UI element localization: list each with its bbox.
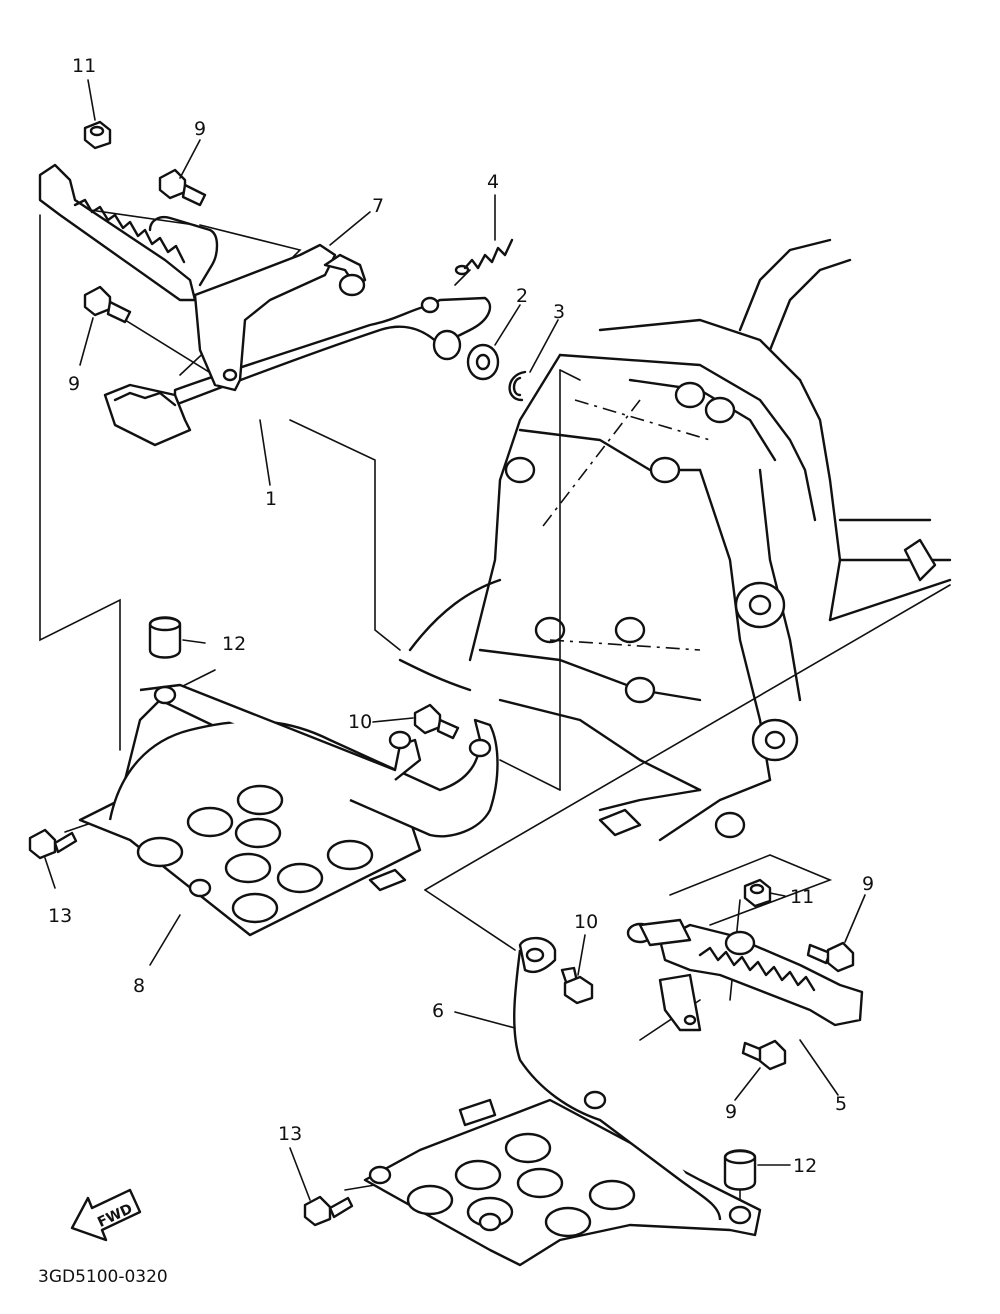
assembly-dash-lines <box>539 399 711 651</box>
bolt-9-right <box>806 941 855 973</box>
nut-11-upper <box>83 120 112 150</box>
left-guard-plate <box>78 683 499 937</box>
document-code: 3GD5100-0320 <box>38 1267 168 1287</box>
callout-3: 3 <box>553 301 565 323</box>
nut-11-lower <box>743 878 772 908</box>
bolt-9-lower <box>83 285 132 324</box>
callout-11-lower: 11 <box>790 886 814 908</box>
bolt-13-upper <box>28 828 78 860</box>
callout-7: 7 <box>372 195 384 217</box>
grommet-12-upper <box>148 616 182 659</box>
frame-chassis <box>398 238 952 842</box>
right-guard-plate <box>363 936 762 1267</box>
callout-2: 2 <box>516 285 528 307</box>
callout-13-lower: 13 <box>278 1123 302 1145</box>
callout-9-bottom: 9 <box>725 1101 737 1123</box>
bolt-13-lower <box>303 1195 354 1227</box>
callout-labels: 11 9 7 4 2 3 9 1 12 10 13 8 11 9 10 6 9 … <box>48 55 874 1177</box>
callout-9-right: 9 <box>862 873 874 895</box>
bolt-10-lower <box>560 966 594 1005</box>
callout-10-upper: 10 <box>348 711 372 733</box>
left-footrest <box>38 163 219 302</box>
callout-12-upper: 12 <box>222 633 246 655</box>
right-footrest <box>626 918 864 1032</box>
callout-leaders <box>44 79 866 1201</box>
spring-part <box>454 238 514 276</box>
callout-8: 8 <box>133 975 145 997</box>
callout-9-upper: 9 <box>194 118 206 140</box>
bolt-9-bottom <box>741 1039 787 1071</box>
callout-10-lower: 10 <box>574 911 598 933</box>
brake-pedal <box>103 296 492 447</box>
callout-1: 1 <box>265 488 277 510</box>
bolt-9-upper <box>158 168 207 207</box>
washer-part <box>466 343 500 381</box>
circlip-part <box>508 370 527 402</box>
bolt-10-upper <box>413 703 460 740</box>
forward-direction-arrow: FWD <box>70 1188 142 1242</box>
pedal-bracket <box>193 243 367 392</box>
callout-11-upper: 11 <box>72 55 96 77</box>
callout-5: 5 <box>835 1093 847 1115</box>
grommet-12-lower <box>723 1149 757 1191</box>
callout-6: 6 <box>432 1000 444 1022</box>
callout-13-upper: 13 <box>48 905 72 927</box>
callout-9-lower: 9 <box>68 373 80 395</box>
callout-4: 4 <box>487 171 499 193</box>
callout-12-lower: 12 <box>793 1155 817 1177</box>
